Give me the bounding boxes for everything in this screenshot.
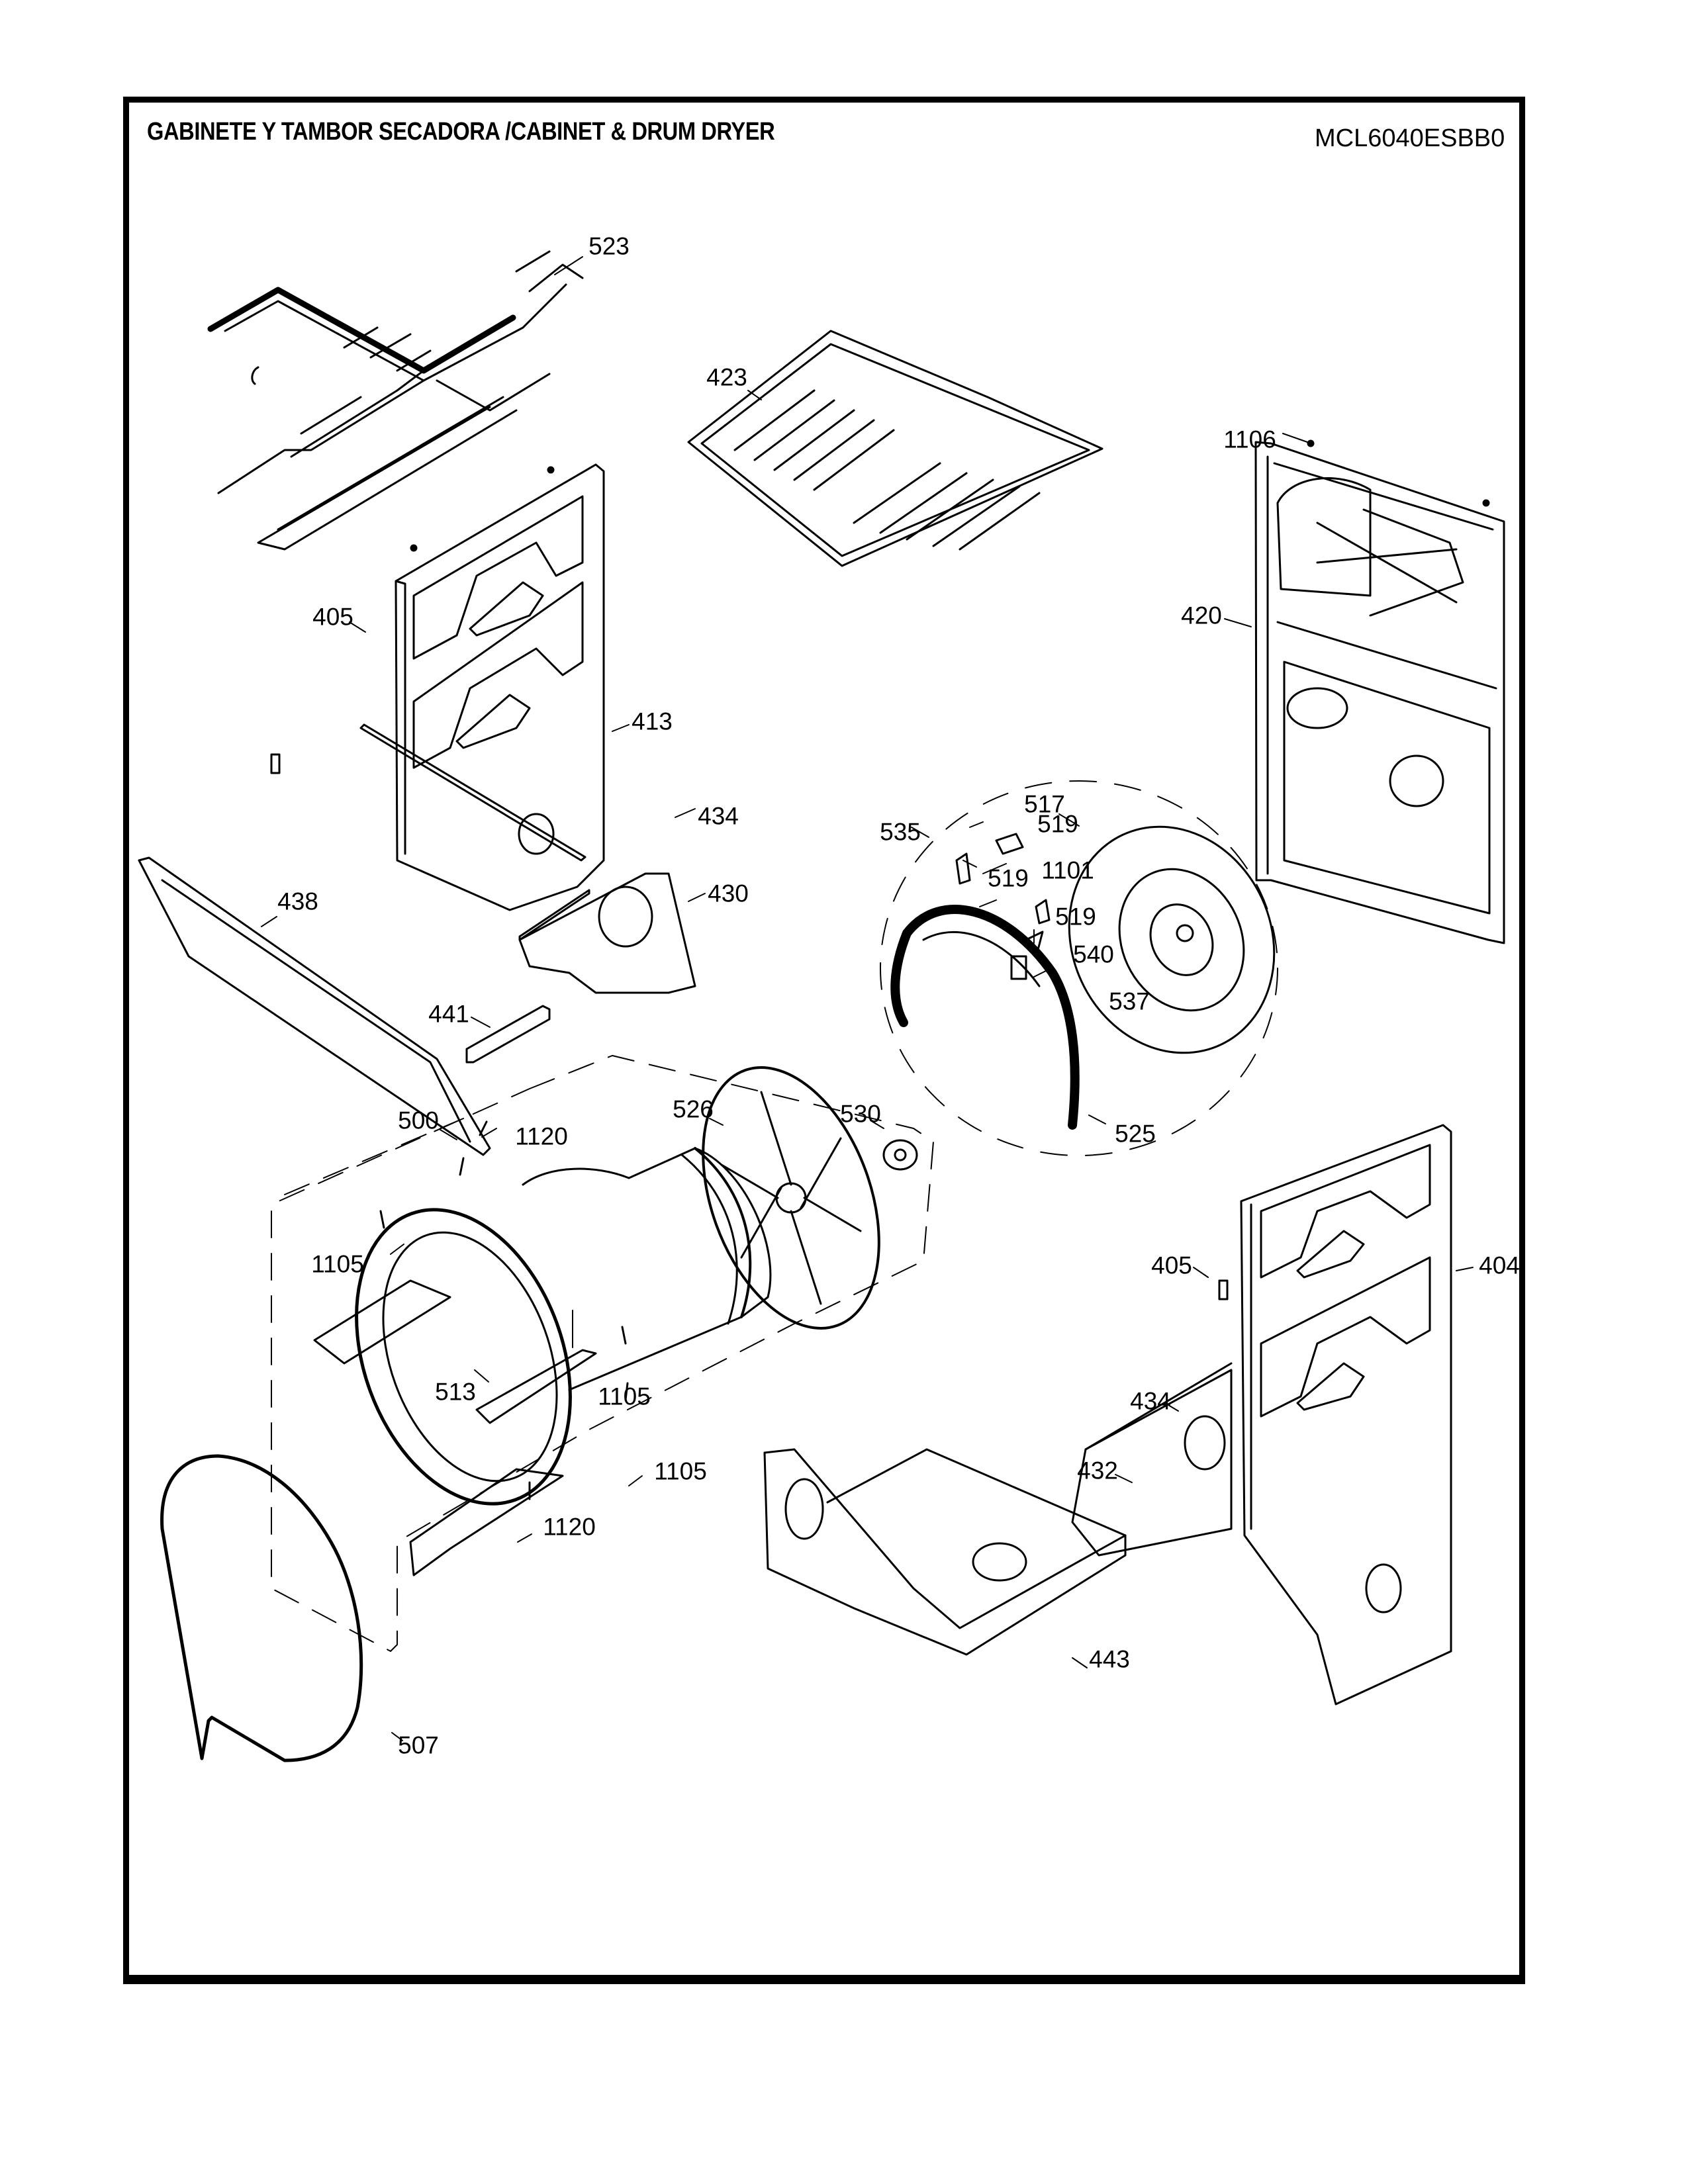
callout-405-left: 405 — [312, 603, 353, 631]
callout-1106: 1106 — [1223, 426, 1276, 453]
callout-1101: 1101 — [1041, 856, 1094, 884]
callout-523: 523 — [588, 232, 630, 260]
callout-517: 517 — [1024, 790, 1065, 818]
callout-434-left: 434 — [698, 802, 739, 830]
callout-535: 535 — [880, 818, 921, 846]
callout-1120-top: 1120 — [515, 1122, 568, 1150]
callout-413: 413 — [632, 707, 673, 735]
callout-525: 525 — [1115, 1120, 1156, 1148]
diagram-frame — [123, 97, 1525, 1984]
callout-1105-lower: 1105 — [654, 1457, 707, 1485]
callout-507: 507 — [398, 1731, 439, 1759]
panel-part — [138, 856, 491, 1156]
callout-526: 526 — [673, 1095, 714, 1123]
callout-430: 430 — [708, 880, 749, 907]
base-part — [763, 1448, 1127, 1656]
wire-harness-part — [207, 250, 584, 551]
callout-530: 530 — [840, 1100, 881, 1128]
callout-434-right: 434 — [1130, 1387, 1171, 1415]
callout-438: 438 — [277, 887, 318, 915]
callout-420: 420 — [1181, 602, 1222, 629]
callout-500: 500 — [398, 1107, 439, 1134]
callout-423: 423 — [706, 363, 747, 391]
callout-519-lower: 519 — [1055, 903, 1096, 931]
side-panel-right-part — [1240, 1124, 1452, 1706]
leader-lines — [261, 256, 1474, 1741]
callout-1120-bottom: 1120 — [543, 1513, 596, 1541]
diagram-title: GABINETE Y TAMBOR SECADORA /CABINET & DR… — [147, 118, 775, 146]
cover-part — [160, 1454, 363, 1762]
callout-540: 540 — [1073, 940, 1114, 968]
side-panel-left-part — [395, 463, 605, 911]
drum-assembly-part — [271, 1055, 934, 1652]
callout-443: 443 — [1089, 1645, 1130, 1673]
model-number: MCL6040ESBB0 — [1315, 124, 1505, 152]
heater-assembly-part — [880, 780, 1278, 1156]
callout-404: 404 — [1479, 1251, 1520, 1279]
callout-441: 441 — [428, 1000, 469, 1028]
callout-1105-left: 1105 — [311, 1250, 364, 1278]
callout-405-right: 405 — [1151, 1251, 1192, 1279]
callout-432: 432 — [1077, 1457, 1118, 1484]
hinge-clip-parts — [270, 753, 1229, 1300]
top-panel-part — [687, 330, 1103, 567]
callout-519-top: 519 — [1037, 810, 1078, 838]
bulkhead-parts — [359, 723, 1233, 1557]
bracket-part — [465, 1005, 551, 1064]
callout-537: 537 — [1109, 987, 1150, 1015]
callout-1105-center: 1105 — [598, 1383, 651, 1410]
front-panel-assembly-part — [1254, 439, 1505, 944]
callout-513: 513 — [435, 1378, 476, 1406]
screw-parts — [379, 1120, 629, 1500]
callout-519-middle: 519 — [988, 864, 1029, 892]
